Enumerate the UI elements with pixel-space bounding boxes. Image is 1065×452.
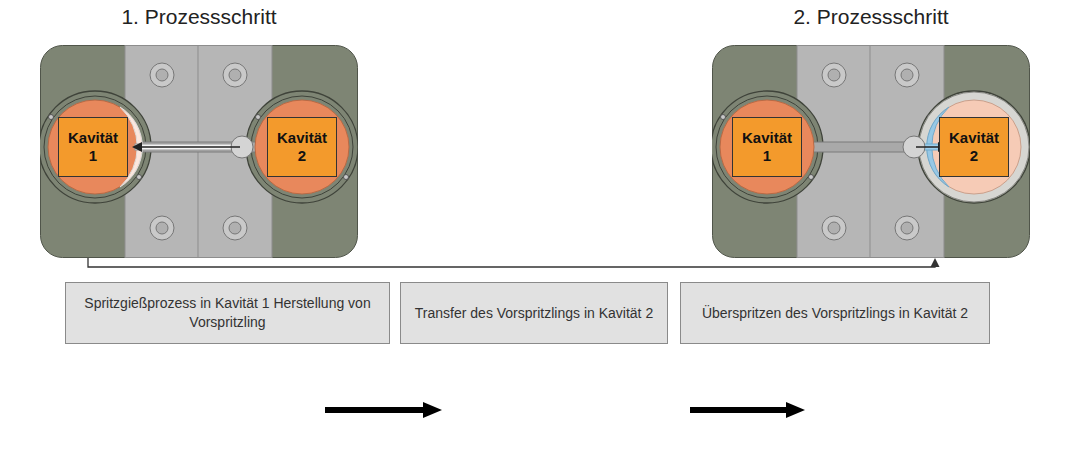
- cavity-box: Kavität 2: [939, 117, 1009, 177]
- process-text: Transfer des Vorspritzlings in Kavität 2: [415, 304, 653, 323]
- process-text: Spritzgießprozess in Kavität 1 Herstellu…: [76, 294, 379, 332]
- cavity-label: Kavität 2: [944, 129, 1004, 165]
- mold-plate: 2. ProzessschrittKavität 1Kavität 2: [712, 45, 1030, 258]
- process-text: Überspritzen des Vorspritzlings in Kavit…: [702, 304, 968, 323]
- cavity-label: Kavität 2: [272, 129, 332, 165]
- mold-plate: 1. ProzessschrittKavität 1Kavität 2: [40, 45, 358, 258]
- process-connector: [88, 258, 940, 267]
- thick-arrow: [690, 402, 805, 418]
- cavity-label: Kavität 1: [63, 129, 123, 165]
- process-box: Spritzgießprozess in Kavität 1 Herstellu…: [65, 282, 390, 344]
- cavity-box: Kavität 1: [58, 117, 128, 177]
- step-heading: 2. Prozessschritt: [712, 5, 1030, 29]
- process-box: Überspritzen des Vorspritzlings in Kavit…: [680, 282, 990, 344]
- process-box: Transfer des Vorspritzlings in Kavität 2: [400, 282, 668, 344]
- cavity-box: Kavität 1: [732, 117, 802, 177]
- step-heading: 1. Prozessschritt: [40, 5, 358, 29]
- cavity-label: Kavität 1: [737, 129, 797, 165]
- cavity-box: Kavität 2: [267, 117, 337, 177]
- thick-arrow: [325, 402, 442, 418]
